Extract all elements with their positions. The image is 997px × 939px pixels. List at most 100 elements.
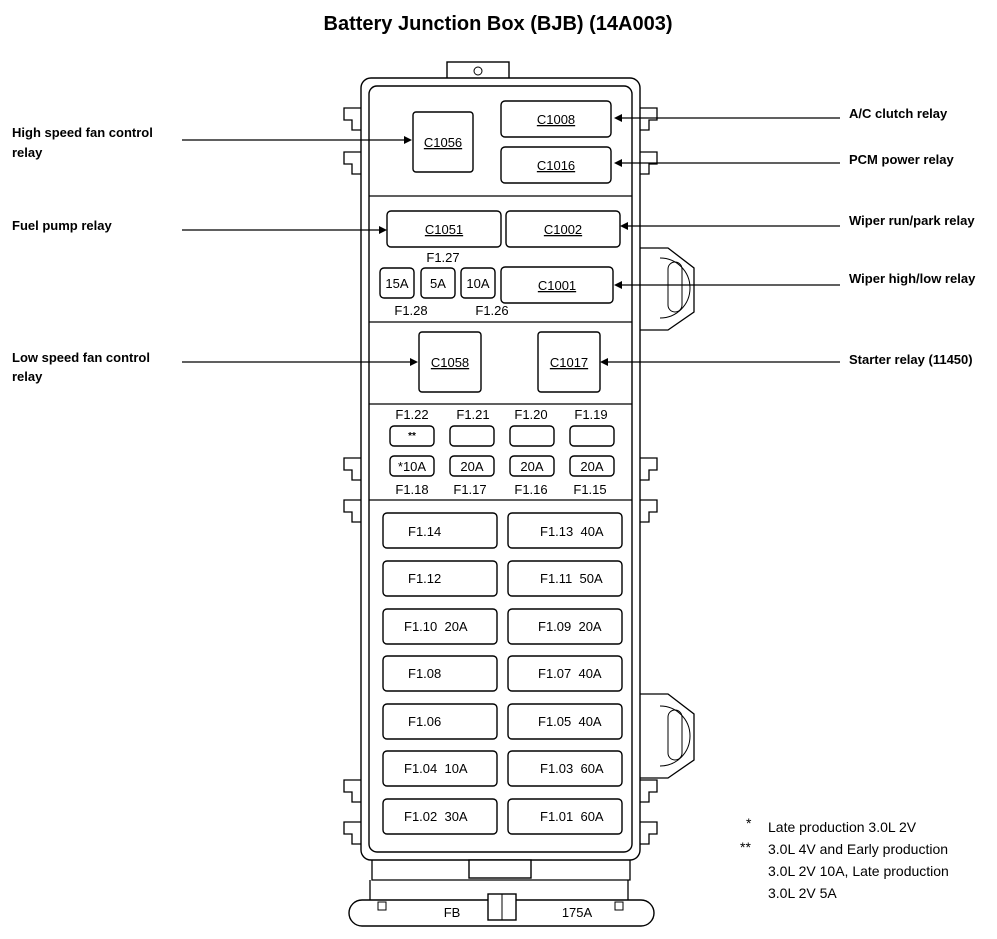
maxi-fuse-f109-label: F1.09 20A [538, 619, 602, 634]
maxi-fuse-f108 [382, 655, 498, 692]
maxi-fuse-f104 [382, 750, 498, 787]
fuse-label-f122: F1.22 [395, 407, 428, 422]
fuse-f117-value: 20A [460, 459, 483, 474]
fuse-f117 [449, 455, 495, 477]
fuse-f118-value: *10A [398, 459, 427, 474]
fuse-f126-label: F1.26 [475, 303, 508, 318]
fuse-f127-value: 5A [430, 276, 446, 291]
maxi-fuse-f110 [382, 608, 498, 645]
maxi-fuse-f104-label: F1.04 10A [404, 761, 468, 776]
relay-c1008-label: C1008 [537, 112, 575, 127]
relay-c1056 [412, 111, 474, 173]
relay-c1051 [386, 210, 502, 248]
fuse-label-f119: F1.19 [574, 407, 607, 422]
relay-c1008 [500, 100, 612, 138]
fuse-f128-value: 15A [385, 276, 408, 291]
maxi-fuse-f105-label: F1.05 40A [538, 714, 602, 729]
relay-c1058-label: C1058 [431, 355, 469, 370]
maxi-fuse-f108-label: F1.08 [408, 666, 441, 681]
fuse-f120 [509, 425, 555, 447]
relay-c1002-label: C1002 [544, 222, 582, 237]
fuse-f121 [449, 425, 495, 447]
maxi-fuse-f113 [507, 512, 623, 549]
maxi-fuse-f112-label: F1.12 [408, 571, 441, 586]
fuse-f118 [389, 455, 435, 477]
label-pcm-power-relay: PCM power relay [849, 152, 955, 167]
diagram-title: Battery Junction Box (BJB) (14A003) [324, 13, 673, 35]
relay-c1001-label: C1001 [538, 278, 576, 293]
maxi-fuse-f102 [382, 798, 498, 835]
bottom-tab [468, 859, 532, 879]
label-fuel-pump-relay: Fuel pump relay [12, 218, 112, 233]
fuse-f115 [569, 455, 615, 477]
fuse-f127 [420, 267, 456, 299]
maxi-fuse-f111 [507, 560, 623, 597]
relay-c1016 [500, 146, 612, 184]
footnote-star-1: * [746, 815, 752, 831]
maxi-fuse-f107 [507, 655, 623, 692]
top-tab-hole [473, 66, 483, 76]
fuse-f122-value: ** [408, 431, 416, 442]
label-high-speed-fan-line2: relay [12, 145, 43, 160]
relay-c1056-label: C1056 [424, 135, 462, 150]
bottom-fb-label: FB [444, 905, 461, 920]
fuse-row-bottom: *10A 20A 20A 20A [389, 455, 615, 477]
relay-c1016-label: C1016 [537, 158, 575, 173]
label-low-speed-fan-line1: Low speed fan control [12, 350, 150, 365]
bottom-skirt [371, 860, 631, 881]
maxi-fuse-f103 [507, 750, 623, 787]
fuse-f126 [460, 267, 496, 299]
fuse-label-f121: F1.21 [456, 407, 489, 422]
relay-c1051-label: C1051 [425, 222, 463, 237]
fuse-f128 [379, 267, 415, 299]
footnote-star-2: ** [740, 839, 751, 855]
fuse-label-f117: F1.17 [453, 482, 486, 497]
right-mount-lower [640, 693, 695, 779]
relay-c1002 [505, 210, 621, 248]
maxi-fuse-grid: F1.14 F1.13 40A F1.12 F1.11 50A F1.10 20… [382, 512, 623, 835]
fuse-f126-value: 10A [466, 276, 489, 291]
bottom-square-left [377, 901, 387, 911]
label-wiper-high-low-relay: Wiper high/low relay [849, 271, 976, 286]
maxi-fuse-f101-label: F1.01 60A [540, 809, 604, 824]
maxi-fuse-f113-label: F1.13 40A [540, 524, 604, 539]
maxi-fuse-f107-label: F1.07 40A [538, 666, 602, 681]
label-low-speed-fan-line2: relay [12, 369, 43, 384]
fuse-f115-value: 20A [580, 459, 603, 474]
right-leaders [600, 114, 840, 366]
fuse-label-f118: F1.18 [395, 482, 428, 497]
maxi-fuse-f111-label: F1.11 50A [540, 571, 603, 586]
maxi-fuse-f101 [507, 798, 623, 835]
bottom-skirt-sides [369, 880, 629, 902]
label-wiper-run-park-relay: Wiper run/park relay [849, 213, 975, 228]
footnotes: * Late production 3.0L 2V ** 3.0L 4V and… [740, 815, 949, 901]
left-clips [343, 107, 361, 845]
bottom-square-right [614, 901, 624, 911]
right-clips [640, 107, 658, 845]
maxi-fuse-f112 [382, 560, 498, 597]
relay-c1001 [500, 266, 614, 304]
relay-c1058 [418, 331, 482, 393]
left-leaders [182, 136, 418, 366]
maxi-fuse-f106 [382, 703, 498, 740]
fuse-f116-value: 20A [520, 459, 543, 474]
maxi-fuse-f102-label: F1.02 30A [404, 809, 468, 824]
right-mount-upper [640, 247, 695, 331]
label-high-speed-fan-line1: High speed fan control [12, 125, 153, 140]
footnote-2-line1: 3.0L 4V and Early production [768, 841, 948, 857]
label-starter-relay: Starter relay (11450) [849, 352, 973, 367]
relay-c1017-label: C1017 [550, 355, 588, 370]
fuse-label-f120: F1.20 [514, 407, 547, 422]
fuse-label-f115: F1.15 [573, 482, 606, 497]
fuse-row-top-labels: F1.22 F1.21 F1.20 F1.19 [395, 407, 607, 422]
fuse-f128-label: F1.28 [394, 303, 427, 318]
maxi-fuse-f114 [382, 512, 498, 549]
fuse-row-bottom-labels: F1.18 F1.17 F1.16 F1.15 [395, 482, 606, 497]
fuse-f119 [569, 425, 615, 447]
label-ac-clutch-relay: A/C clutch relay [849, 106, 948, 121]
maxi-fuse-f110-label: F1.10 20A [404, 619, 468, 634]
fuse-f122 [389, 425, 435, 447]
maxi-fuse-f103-label: F1.03 60A [540, 761, 604, 776]
